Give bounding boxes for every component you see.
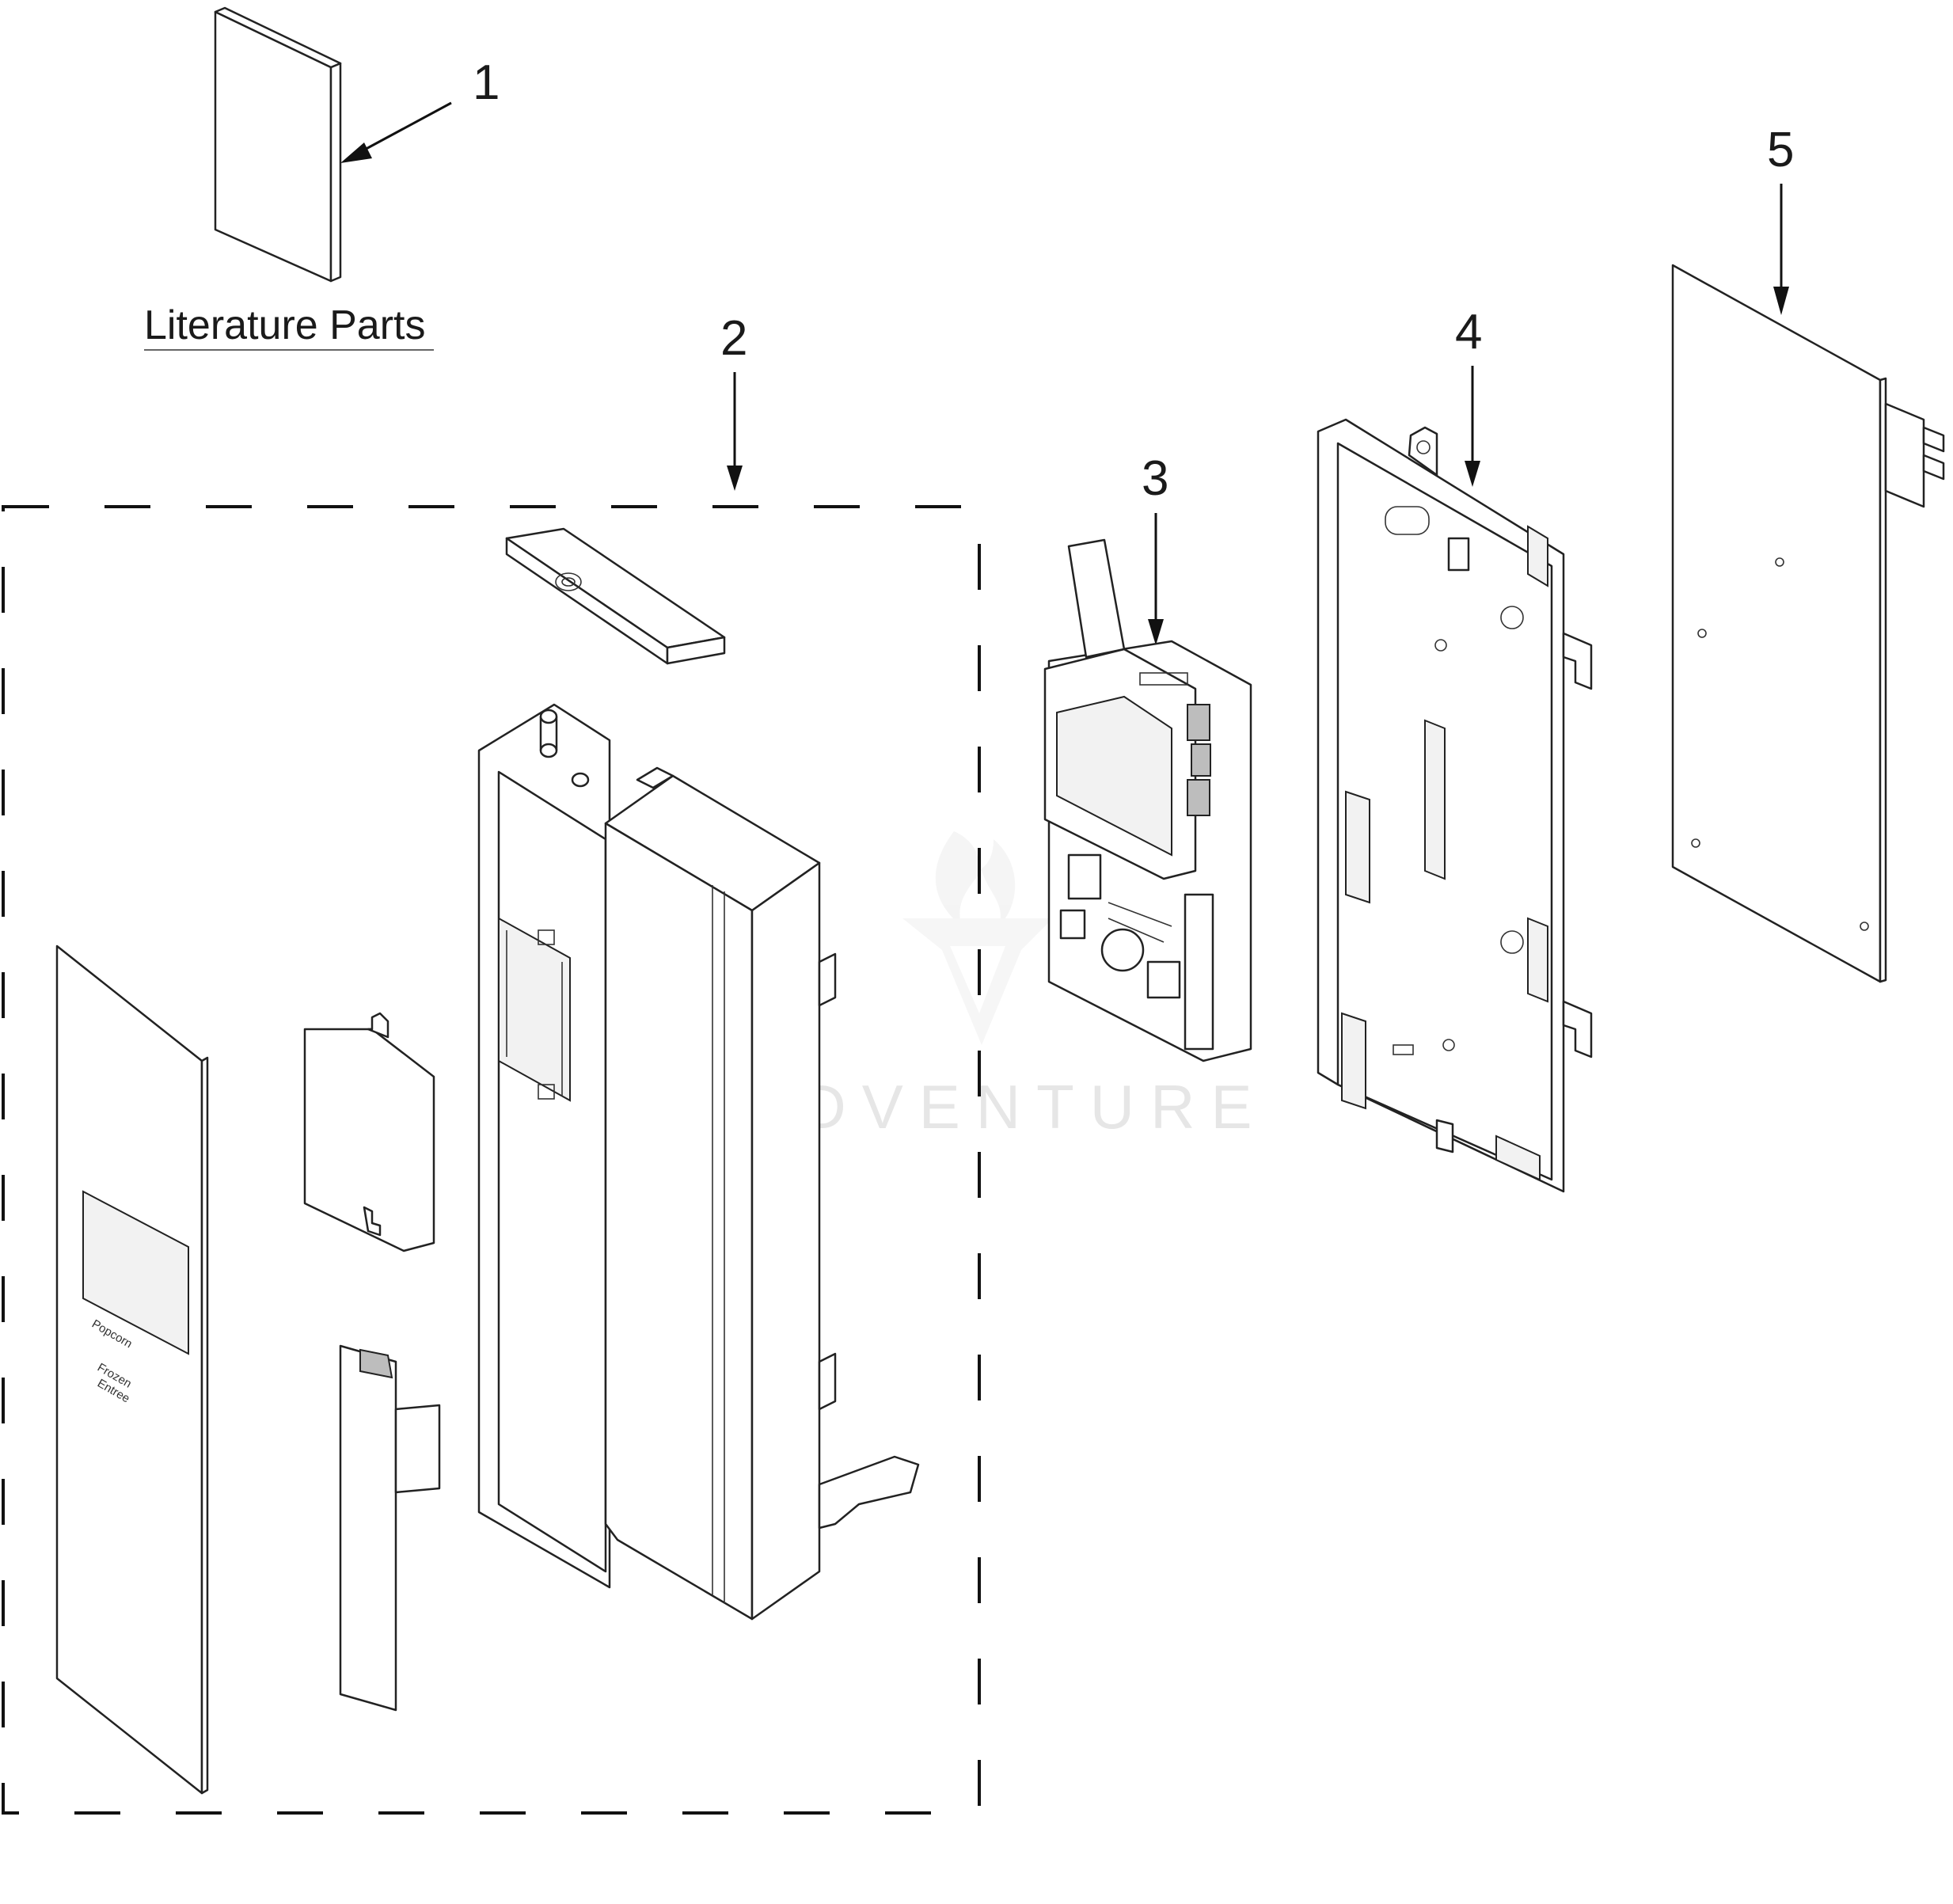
main-housing-frame — [477, 703, 611, 1589]
callout-2: 2 — [720, 311, 747, 366]
keypad-strip — [339, 1344, 441, 1712]
callout-2-arrow — [727, 372, 743, 491]
top-cap-piece — [505, 527, 726, 665]
mounting-bracket — [1317, 418, 1593, 1193]
callout-1-arrow — [340, 101, 452, 163]
back-plate-sheet — [1671, 264, 1945, 983]
callout-3: 3 — [1142, 451, 1168, 506]
callout-5: 5 — [1767, 123, 1794, 177]
electronic-control-board — [1043, 538, 1252, 1062]
callout-4-arrow — [1465, 366, 1480, 487]
literature-booklet — [214, 6, 342, 283]
callout-5-arrow — [1773, 184, 1789, 315]
callout-3-arrow — [1148, 513, 1164, 645]
display-window-lens — [303, 1012, 435, 1252]
literature-parts-caption: Literature Parts — [144, 302, 426, 348]
assembly-group-box — [2, 505, 981, 1815]
front-door-housing — [604, 766, 920, 1621]
control-panel-overlay: Popcorn Frozen Entree — [55, 944, 209, 1795]
callout-1: 1 — [473, 55, 500, 110]
callout-4: 4 — [1455, 305, 1482, 359]
